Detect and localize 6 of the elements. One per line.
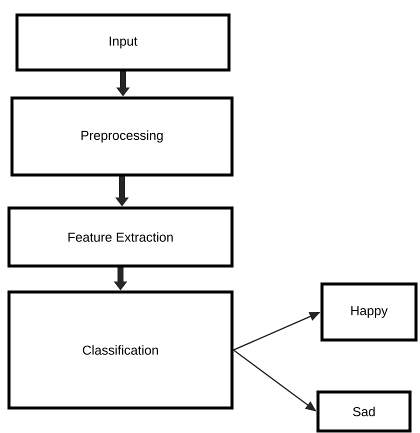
process-box: Feature Extraction: [8, 206, 234, 268]
process-box: Happy: [320, 282, 418, 342]
process-box: Input: [16, 14, 230, 72]
process-box: Preprocessing: [10, 96, 234, 176]
process-box: Classification: [8, 290, 234, 410]
process-box: Sad: [316, 390, 412, 432]
